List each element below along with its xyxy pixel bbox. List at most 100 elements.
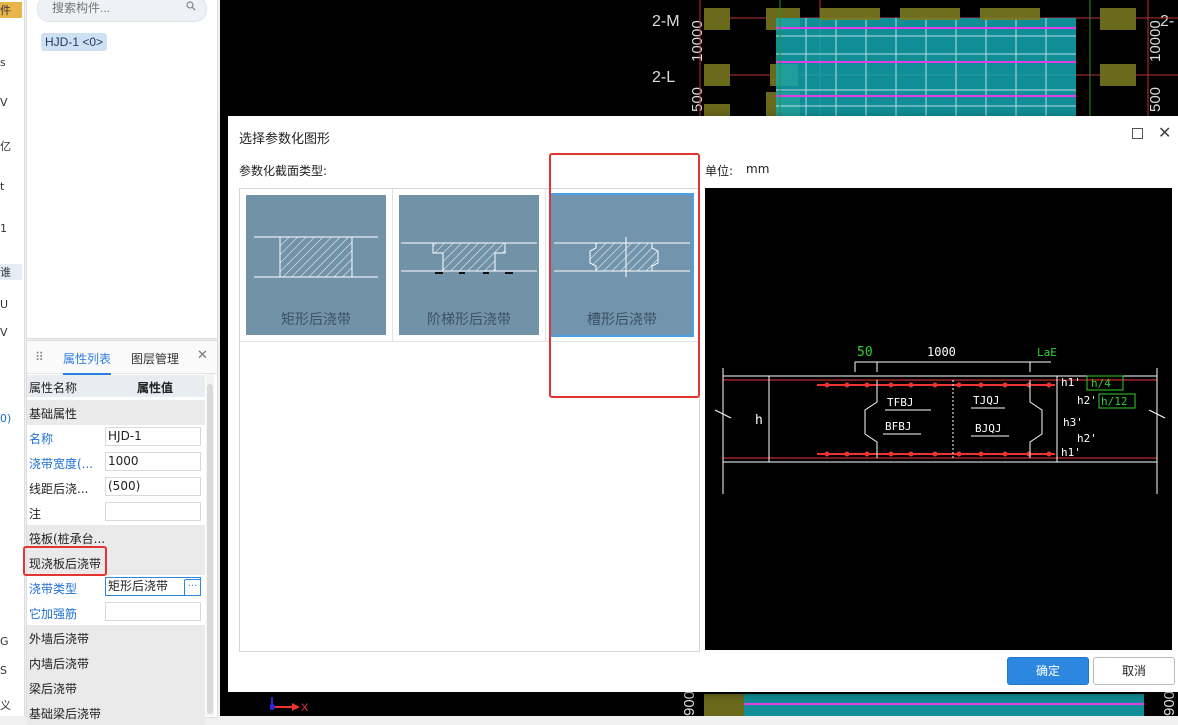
label-tjqj: TJQJ <box>973 394 1000 407</box>
search-input[interactable] <box>50 0 184 16</box>
axis-indicator: X <box>269 697 310 719</box>
property-name: 名称 <box>29 432 54 446</box>
property-value-field[interactable]: (500) <box>105 477 201 496</box>
strip-glyph[interactable]: s <box>0 56 6 69</box>
shape-tile-groove[interactable]: 槽形后浇带 <box>546 189 699 342</box>
shape-label: 阶梯形后浇带 <box>427 312 511 328</box>
close-icon[interactable]: ✕ <box>197 348 208 363</box>
property-group-row[interactable]: 基础属性 <box>27 400 205 425</box>
strip-glyph[interactable]: t <box>0 180 5 193</box>
property-name: 梁后浇带 <box>29 682 78 696</box>
cad-label: 10000 <box>1147 20 1164 62</box>
properties-table-header: 属性名称 属性值 <box>27 375 205 397</box>
strip-glyph[interactable]: 1 <box>0 222 7 235</box>
highlight-selected-shape <box>549 153 700 398</box>
shape-gallery: 矩形后浇带 阶梯形后浇带 <box>239 188 700 652</box>
property-name: 注 <box>29 507 42 521</box>
unit-value: mm <box>746 162 770 176</box>
property-value-field[interactable]: HJD-1 <box>105 427 201 446</box>
cad-label: 2-L <box>652 69 675 86</box>
property-row[interactable]: 注 <box>27 500 205 525</box>
property-group-row[interactable]: 现浇板后浇带 <box>27 550 205 575</box>
label-bfbj: BFBJ <box>885 420 912 433</box>
shape-thumbnail: 槽形后浇带 <box>552 195 692 335</box>
strip-glyph[interactable]: 件 <box>0 2 22 18</box>
strip-glyph[interactable]: 0) <box>0 412 12 425</box>
property-row[interactable]: 它加强筋 <box>27 600 205 625</box>
property-row[interactable]: 名称 HJD-1 <box>27 425 205 450</box>
cad-drawing: 2-M 2-L 10000 500 2- 10000 500 900 900 <box>652 0 1178 716</box>
property-name: 浇带类型 <box>29 582 78 596</box>
strip-glyph[interactable]: U <box>0 298 9 311</box>
unit-label: 单位: <box>705 164 734 178</box>
property-name: 浇带宽度(... <box>29 457 94 471</box>
property-group-row[interactable]: 梁后浇带 <box>27 675 205 700</box>
dim-h2-bottom: h2' <box>1077 432 1097 445</box>
property-name: 线距后浇... <box>29 482 89 496</box>
section-type-label: 参数化截面类型: <box>239 164 328 178</box>
left-toolbar-strip: 件 s V t 亿 1 谁 U V 0) G S 义 <box>0 0 25 716</box>
dim-h1-top: h1' <box>1061 376 1081 389</box>
close-icon[interactable]: ✕ <box>1158 123 1172 142</box>
dim-h1-value: h/4 <box>1091 377 1111 390</box>
cad-label: 500 <box>1147 87 1164 112</box>
properties-panel: ⠿ 属性列表 图层管理 ✕ 属性名称 属性值 基础属性名称 HJD-1 浇带宽度(.… <box>26 340 218 725</box>
strip-glyph[interactable]: V <box>0 96 8 109</box>
dim-1000: 1000 <box>927 345 956 359</box>
ok-button[interactable]: 确定 <box>1007 657 1089 685</box>
property-value-field[interactable]: 矩形后浇带 <box>105 577 201 596</box>
property-value-field[interactable] <box>105 602 201 621</box>
property-name: 筏板(桩承台... <box>29 532 106 546</box>
property-name: 它加强筋 <box>29 607 78 621</box>
shape-preview-canvas: 50 1000 LaE h <box>705 188 1172 650</box>
properties-tabs: ⠿ 属性列表 图层管理 ✕ <box>27 341 217 375</box>
column-header-name: 属性名称 <box>29 381 78 395</box>
property-row[interactable]: 线距后浇... (500) <box>27 475 205 500</box>
cad-label: 10000 <box>689 20 706 62</box>
tab-properties[interactable]: 属性列表 <box>63 350 112 375</box>
properties-scroll-thumb[interactable] <box>207 384 213 714</box>
dim-h2: h2' <box>1077 394 1097 407</box>
cad-label: 500 <box>689 87 706 112</box>
cad-label: 900 <box>681 691 698 716</box>
label-tfbj: TFBJ <box>887 396 914 409</box>
shape-tile-stepped[interactable]: 阶梯形后浇带 <box>393 189 546 342</box>
property-group-row[interactable]: 基础梁后浇带 <box>27 700 205 725</box>
dim-h: h <box>755 413 763 428</box>
strip-glyph[interactable]: 亿 <box>0 140 11 153</box>
component-list-panel: HJD-1 <0> <box>26 0 218 339</box>
strip-glyph[interactable]: 谁 <box>0 264 22 280</box>
shape-tile-rectangle[interactable]: 矩形后浇带 <box>240 189 393 342</box>
strip-glyph[interactable]: V <box>0 326 8 339</box>
property-row[interactable]: 浇带宽度(... 1000 <box>27 450 205 475</box>
strip-glyph[interactable]: 义 <box>0 699 11 712</box>
label-bjqj: BJQJ <box>975 422 1002 435</box>
strip-glyph[interactable]: G <box>0 635 9 648</box>
dim-h2-value: h/12 <box>1101 395 1128 408</box>
component-item-hjd-1[interactable]: HJD-1 <0> <box>41 33 108 51</box>
tab-layers[interactable]: 图层管理 <box>131 352 180 366</box>
property-group-row[interactable]: 筏板(桩承台... <box>27 525 205 550</box>
property-group-row[interactable]: 内墙后浇带 <box>27 650 205 675</box>
dim-50: 50 <box>857 345 873 360</box>
shape-thumbnail: 阶梯形后浇带 <box>399 195 539 335</box>
cad-label: 2-M <box>652 13 680 30</box>
ellipsis-button[interactable]: ··· <box>184 579 201 596</box>
maximize-icon[interactable] <box>1132 128 1143 139</box>
select-parametric-shape-dialog: 选择参数化图形 ✕ 参数化截面类型: 单位: mm 矩形后浇带 <box>228 116 1178 692</box>
property-group-row[interactable]: 外墙后浇带 <box>27 625 205 650</box>
search-box[interactable] <box>37 0 207 22</box>
property-name: 现浇板后浇带 <box>29 557 102 571</box>
dim-h3: h3' <box>1063 416 1083 429</box>
drag-handle-icon[interactable]: ⠿ <box>35 350 44 364</box>
property-row[interactable]: 浇带类型 矩形后浇带··· <box>27 575 205 600</box>
cad-label: 900 <box>1161 691 1178 716</box>
property-value-field[interactable]: 1000 <box>105 452 201 471</box>
cancel-button[interactable]: 取消 <box>1093 657 1175 685</box>
strip-glyph[interactable]: S <box>0 664 7 677</box>
property-value-field[interactable] <box>105 502 201 521</box>
property-name: 外墙后浇带 <box>29 632 90 646</box>
shape-label: 槽形后浇带 <box>587 312 657 328</box>
search-icon[interactable] <box>186 1 196 11</box>
dialog-title: 选择参数化图形 <box>239 132 331 147</box>
